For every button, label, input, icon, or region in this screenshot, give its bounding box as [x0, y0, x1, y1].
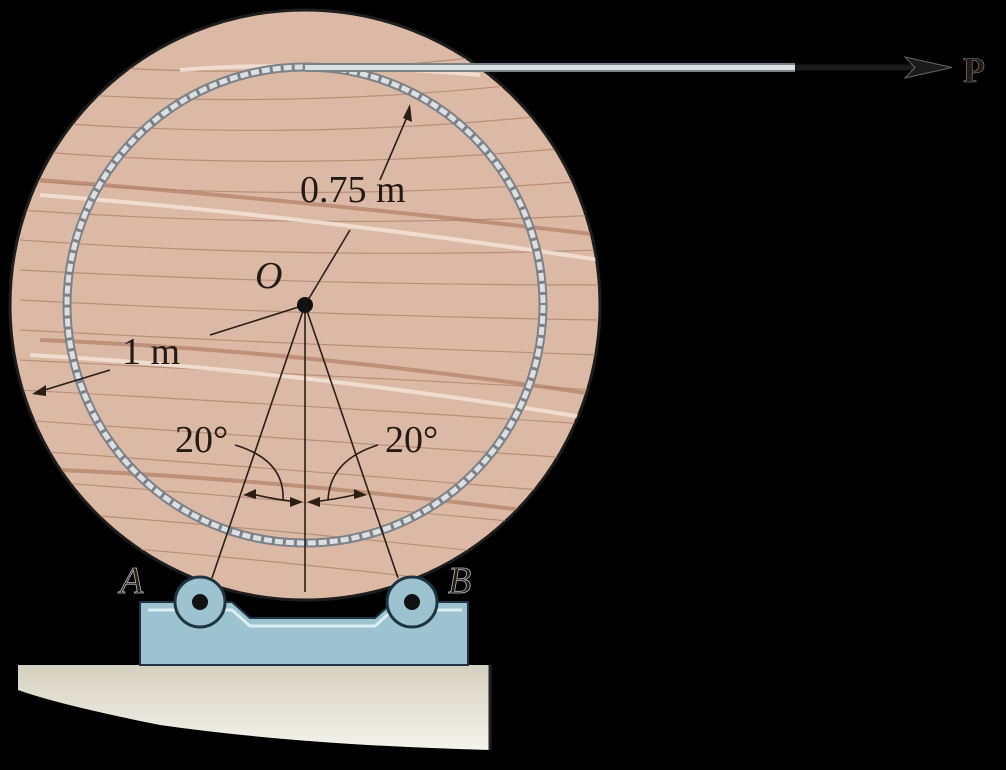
angle-right-label: 20°	[385, 419, 438, 461]
roller-a	[173, 575, 227, 629]
force-arrow-head	[903, 56, 953, 79]
support-a-label: A	[117, 560, 144, 602]
roller-b	[385, 575, 439, 629]
force-label: P	[963, 50, 985, 90]
ground	[18, 665, 490, 750]
center-label: O	[255, 255, 282, 297]
angle-left-label: 20°	[175, 419, 228, 461]
center-point	[297, 297, 313, 313]
inner-radius-label: 0.75 m	[300, 169, 406, 211]
outer-radius-label: 1 m	[122, 331, 180, 373]
support-b-label: B	[448, 560, 471, 602]
